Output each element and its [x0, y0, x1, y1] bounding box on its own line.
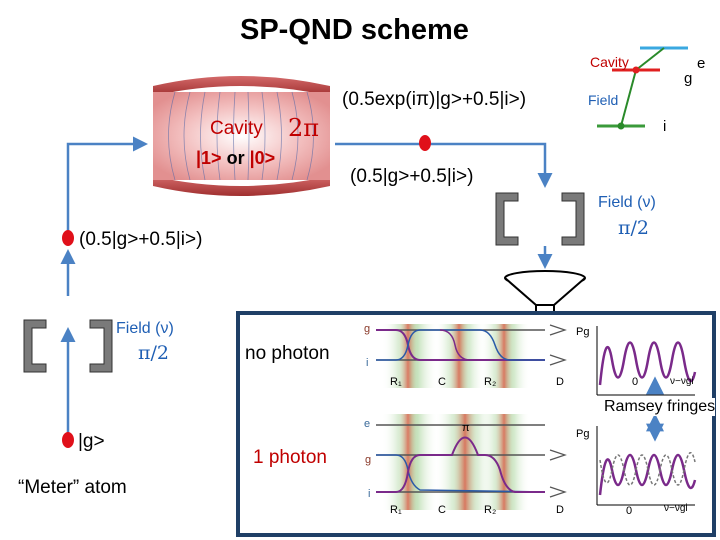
level-i-label: i	[663, 118, 667, 135]
ramsey-left-mirror-b	[89, 319, 113, 373]
top-label-c: C	[438, 376, 446, 388]
top-label-r1: R₁	[390, 376, 402, 388]
cavity-mirror-bottom	[153, 176, 330, 196]
top-label-axis: ν−νgi	[670, 376, 694, 387]
ramsey-right-mirror-a	[495, 192, 519, 246]
transition-field	[620, 69, 637, 127]
bottom-label-pi: π	[462, 422, 470, 434]
top-label-d: D	[556, 376, 564, 388]
state-superposition-top: (0.5|g>+0.5|i>)	[350, 166, 474, 187]
detector	[504, 270, 586, 316]
cavity-mirror-top	[153, 76, 330, 96]
cavity-phase: 2π	[288, 114, 320, 142]
bottom-label-c: C	[438, 504, 446, 516]
state-phase-superposition: (0.5exp(iπ)|g>+0.5|i>)	[342, 89, 527, 110]
caption-no-photon: no photon	[245, 343, 330, 364]
path-arrow-4	[335, 142, 553, 188]
ramsey-left-mirror-a	[23, 319, 47, 373]
panel-top-figure	[358, 322, 700, 404]
cavity	[153, 76, 330, 196]
top-label-pg: Pg	[576, 326, 590, 338]
field-right-pulse: π/2	[618, 217, 649, 239]
state-ground: |g>	[78, 431, 105, 452]
level-field-label: Field	[588, 92, 619, 108]
level-e-label: e	[697, 55, 706, 72]
level-g-label: g	[684, 70, 693, 87]
caption-ramsey-fringes: Ramsey fringes	[604, 398, 716, 416]
bottom-label-i: i	[368, 488, 371, 500]
bottom-label-axis: ν−νgi	[664, 503, 688, 514]
state-superposition-left: (0.5|g>+0.5|i>)	[79, 229, 203, 250]
bottom-label-g: g	[365, 454, 372, 466]
atom-phase-shifted	[419, 135, 431, 151]
cavity-field-lines	[168, 91, 314, 181]
bottom-label-d: D	[556, 504, 564, 516]
atom-path	[60, 136, 553, 440]
bottom-label-pg: Pg	[576, 428, 590, 440]
level-diagram	[597, 46, 688, 130]
field-right-label: Field (ν)	[598, 194, 656, 211]
bottom-label-r2: R₂	[484, 504, 497, 516]
caption-one-photon: 1 photon	[253, 447, 327, 468]
path-arrow-3	[66, 136, 148, 232]
cavity-state: |1> or |0>	[196, 148, 276, 168]
top-label-i: i	[366, 357, 369, 369]
top-label-r2: R₂	[484, 376, 497, 388]
atom-superposition-left	[62, 230, 74, 246]
cavity-field	[153, 92, 330, 180]
top-label-zero: 0	[632, 376, 639, 388]
ramsey-right-mirror-b	[561, 192, 585, 246]
meter-atom-label: “Meter” atom	[18, 477, 127, 498]
panel-bottom-figure	[358, 412, 700, 516]
atom-ground	[62, 432, 74, 448]
top-label-g: g	[364, 323, 371, 335]
atoms	[62, 135, 431, 448]
level-cavity-label: Cavity	[590, 54, 629, 70]
page-title: SP-QND scheme	[240, 14, 469, 46]
cavity-label: Cavity	[210, 118, 263, 139]
ramsey-zone-right	[495, 192, 585, 246]
ramsey-zone-left	[23, 319, 113, 373]
transition-cavity	[635, 47, 665, 71]
bottom-label-zero: 0	[626, 505, 633, 517]
bottom-label-e: e	[364, 418, 371, 430]
field-left-label: Field (ν)	[116, 320, 174, 337]
bottom-label-r1: R₁	[390, 504, 402, 516]
field-left-pulse: π/2	[138, 342, 169, 364]
